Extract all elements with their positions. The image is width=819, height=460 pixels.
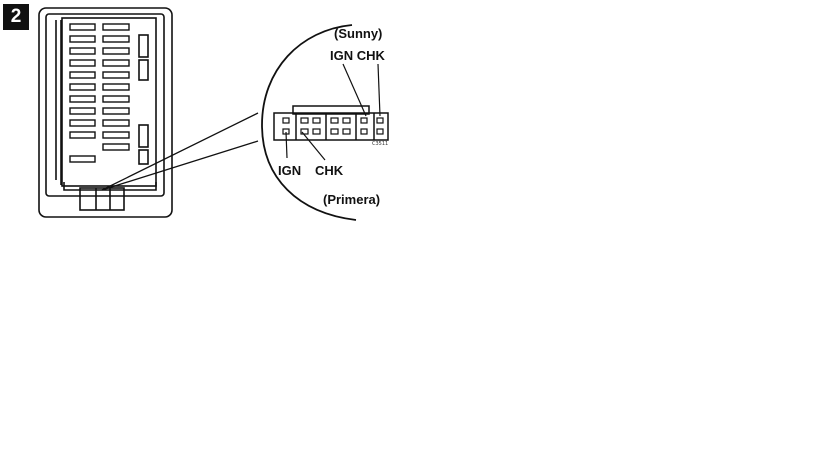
relay-right-4 <box>138 149 149 165</box>
connector-pin <box>330 128 339 135</box>
connector-pin <box>312 128 321 135</box>
magnifier-arc <box>261 24 357 221</box>
leader-ign-bottom <box>285 131 288 159</box>
leader-ign-top <box>342 63 367 117</box>
fuse <box>69 131 96 139</box>
fuse-box <box>38 7 173 218</box>
fuse <box>69 119 96 127</box>
fuse <box>102 35 130 43</box>
fuse <box>69 155 96 163</box>
callout-line-upper <box>101 112 259 191</box>
fuse <box>102 143 130 151</box>
fuse <box>102 131 130 139</box>
fuse-box-inner-frame <box>45 13 165 197</box>
leader-chk-top <box>377 63 381 117</box>
bottom-connector <box>79 187 125 211</box>
chk-label: CHK <box>315 163 344 178</box>
connector-pin <box>360 117 368 124</box>
fuse-box-housing <box>38 7 173 218</box>
connector-pin <box>312 117 321 124</box>
step-number-badge: 2 <box>3 4 29 30</box>
leader-lines <box>285 63 381 161</box>
connector-pin <box>376 117 384 124</box>
fuse <box>102 59 130 67</box>
fuse <box>69 47 96 55</box>
fuse <box>69 83 96 91</box>
primera-label: (Primera) <box>323 192 381 207</box>
callout-lines <box>101 112 259 191</box>
fuse <box>102 47 130 55</box>
fuse <box>69 95 96 103</box>
fuse <box>69 23 96 31</box>
fuse-columns <box>69 23 130 163</box>
fuse <box>102 95 130 103</box>
relay-right-3 <box>138 124 149 148</box>
fuse <box>102 71 130 79</box>
connector-pin <box>360 128 368 135</box>
part-code-label: C3511 <box>372 141 389 147</box>
diagnostic-connector <box>273 105 389 141</box>
connector-pin <box>300 117 309 124</box>
connector-pin <box>300 128 309 135</box>
fuse <box>102 83 130 91</box>
bottom-lip <box>63 182 157 191</box>
ign-label: IGN <box>278 163 302 178</box>
fuse <box>102 107 130 115</box>
relay-right-1 <box>138 34 149 58</box>
connector-pin <box>282 117 290 124</box>
connector-pin <box>376 128 384 135</box>
connector-pin <box>342 117 351 124</box>
fuse <box>69 35 96 43</box>
fuse <box>69 71 96 79</box>
fuse <box>102 119 130 127</box>
fuse <box>102 23 130 31</box>
sunny-label: (Sunny) <box>334 26 383 41</box>
relay-right-2 <box>138 59 149 81</box>
connector-pin <box>342 128 351 135</box>
connector-body <box>273 112 389 141</box>
fuse <box>69 107 96 115</box>
fuse <box>69 59 96 67</box>
connector-top-lip <box>292 105 370 115</box>
callout-line-lower <box>101 140 259 191</box>
connector-pin <box>330 117 339 124</box>
ign-chk-label-top: IGN CHK <box>330 48 385 63</box>
leader-chk-bottom <box>301 131 326 161</box>
